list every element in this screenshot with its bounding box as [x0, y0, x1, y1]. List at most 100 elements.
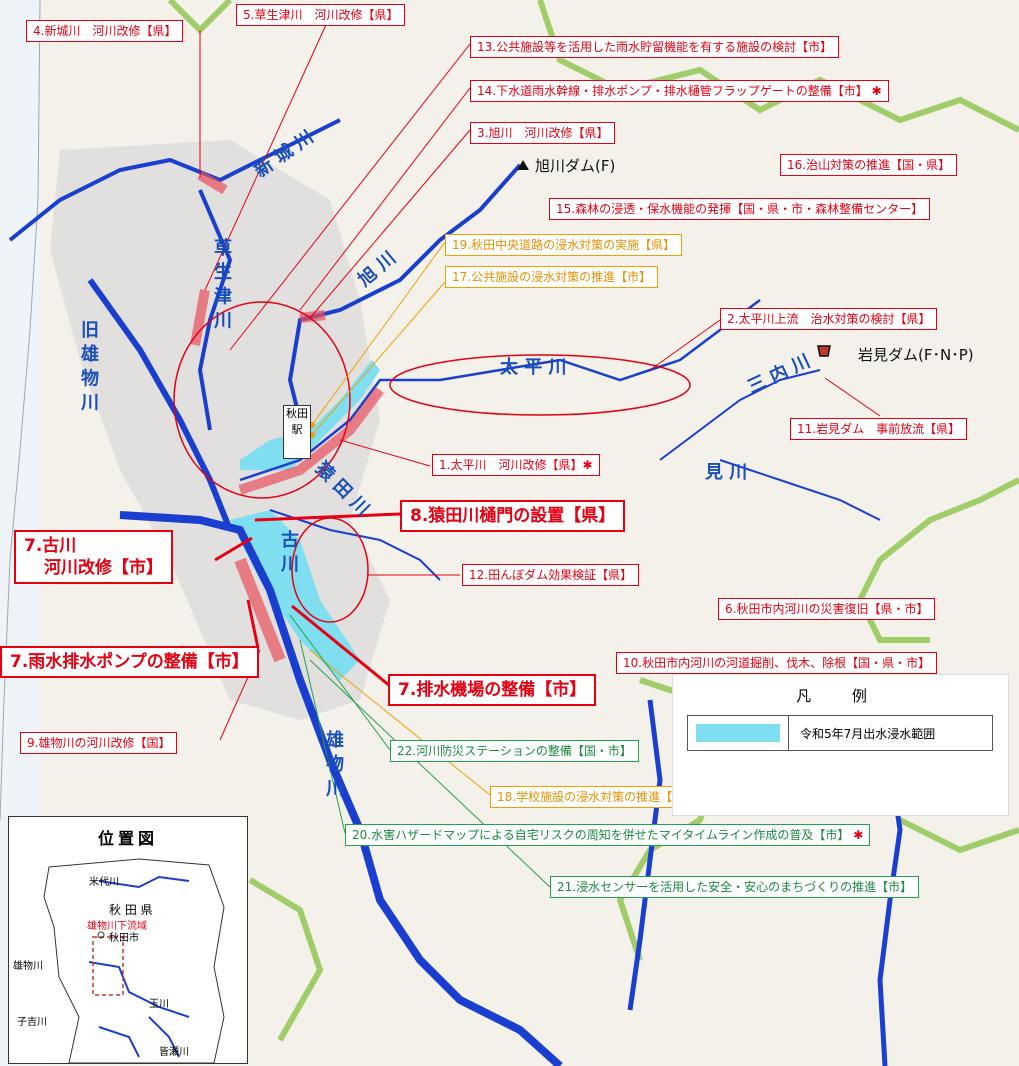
leader-line-bold [254, 512, 401, 522]
measure-label-7-furukawa: 7.古川河川改修【市】 [14, 530, 173, 584]
leader-line [299, 87, 471, 311]
measure-label-7-drainage: 7.排水機場の整備【市】 [388, 674, 597, 706]
improvement-segment [238, 387, 384, 495]
river-label-kusouzu: 草 生 津 川 [211, 238, 232, 329]
label-line: 河川改修【市】 [44, 558, 163, 578]
inset-river [88, 961, 190, 1018]
river-omono [119, 511, 563, 1066]
city-dot [97, 931, 105, 939]
leader-line [309, 129, 471, 319]
river-kyu-omono [87, 278, 233, 532]
leader-line-green [299, 639, 346, 834]
measure-label-13: 13.公共施設等を活用した雨水貯留機能を有する施設の検討【市】 [470, 36, 840, 58]
leader-line-orange [309, 649, 491, 796]
improvement-segment [234, 557, 286, 663]
lower-basin-box [92, 936, 124, 996]
inset-label-minase: 皆瀬川 [159, 1047, 189, 1058]
inset-label-basin: 雄物川下流域 [87, 921, 147, 932]
dam-label-iwami: 岩見ダム(F･N･P) [858, 346, 974, 364]
measure-label-9: 9.雄物川の河川改修【国】 [20, 732, 178, 754]
inset-river [98, 1026, 140, 1058]
leader-line-green [309, 659, 551, 888]
legend-swatch [696, 724, 780, 742]
river-mi [719, 459, 881, 521]
measure-label-10: 10.秋田市内河川の河道掘削、伐木、除根【国・県・市】 [616, 652, 938, 674]
measure-label-15: 15.森林の浸透・保水機能の発揮【国・県・市・森林整備センター】 [549, 198, 931, 220]
star-mark: ✱ [871, 84, 882, 98]
star-mark: ✱ [582, 458, 593, 472]
measure-label-5: 5.草生津川 河川改修【県】 [236, 4, 406, 26]
dam-marker [817, 345, 831, 357]
measure-label-2: 2.太平川上流 治水対策の検討【県】 [720, 308, 938, 330]
measure-label-17: 17.公共施設の浸水対策の推進【市】 [445, 266, 659, 288]
river-label-taihei: 太 平 川 [500, 357, 567, 378]
location-inset-map: 位置図 米代川 秋 田 県 雄物川下流域 秋田市 雄物川 玉川 子吉川 皆瀬川 [8, 816, 248, 1064]
measure-label-19: 19.秋田中央道路の浸水対策の実施【県】 [445, 234, 683, 256]
leader-line-orange [311, 241, 446, 426]
flood-extent [230, 510, 360, 680]
river-sannai [659, 369, 821, 461]
improvement-segment [299, 310, 326, 323]
legend: 凡 例 令和5年7月出水浸水範囲 [672, 674, 1009, 816]
inset-label-tama: 玉川 [149, 999, 169, 1010]
measure-label-1: 1.太平川 河川改修【県】✱ [432, 454, 600, 476]
star-mark: ✱ [853, 828, 864, 842]
river-label-omono: 雄 物 川 [323, 730, 344, 797]
leader-line [824, 377, 881, 417]
measure-label-14: 14.下水道雨水幹線・排水ポンプ・排水樋管フラップゲートの整備【市】 ✱ [470, 80, 889, 102]
coastline [0, 0, 41, 821]
measure-label-16: 16.治山対策の推進【国・県】 [780, 154, 958, 176]
forest-boundary [898, 817, 1019, 854]
improvement-segment [197, 170, 228, 195]
inset-river [148, 1016, 180, 1058]
inset-label-yoneshiro: 米代川 [89, 877, 119, 888]
inset-river [98, 875, 190, 889]
measure-label-3: 3.旭川 河川改修【県】 [470, 122, 616, 144]
river-taihei [239, 299, 761, 482]
flood-extent [240, 360, 380, 470]
river-shinjo [8, 118, 341, 242]
leader-line-orange [311, 281, 446, 436]
leader-line-bold [291, 604, 391, 688]
leader-line [649, 319, 721, 371]
leader-line [204, 15, 331, 291]
measure-label-20: 20.水害ハザードマップによる自宅リスクの周知を併せたマイタイムライン作成の普及… [345, 824, 871, 846]
leader-line-bold [246, 599, 260, 649]
measure-label-7-pump: 7.雨水排水ポンプの整備【市】 [0, 646, 259, 678]
measure-label-18: 18.学校施設の浸水対策の推進【市】 [490, 786, 704, 808]
inset-drawing [43, 858, 225, 1063]
legend-title: 凡 例 [796, 687, 885, 705]
legend-label: 令和5年7月出水浸水範囲 [800, 727, 936, 741]
measure-label-12: 12.田んぼダム効果検証【県】 [462, 564, 640, 586]
inset-label-koyoshi: 子吉川 [17, 1017, 47, 1028]
forest-boundary [856, 477, 1019, 643]
leader-line-green [289, 614, 391, 751]
measure-label-11: 11.岩見ダム 事前放流【県】 [790, 418, 968, 440]
inset-label-city: 秋田市 [109, 933, 139, 944]
river-label-mi: 見 川 [705, 462, 748, 483]
forest-boundary [248, 877, 324, 1042]
measure-label-22: 22.河川防災ステーションの整備【国・市】 [390, 740, 639, 762]
inset-label-omono: 雄物川 [13, 961, 43, 972]
focus-ellipse [173, 301, 351, 499]
inset-label-pref: 秋 田 県 [109, 903, 153, 917]
leader-line [339, 439, 431, 467]
measure-label-4: 4.新城川 河川改修【県】 [26, 20, 184, 42]
measure-label-6: 6.秋田市内河川の災害復旧【県・市】 [718, 598, 936, 620]
river-ext [627, 699, 663, 1011]
prefecture-outline [43, 858, 225, 1063]
focus-ellipse [389, 354, 691, 416]
inset-title: 位置図 [97, 829, 158, 848]
measure-label-8: 8.猿田川樋門の設置【県】 [400, 500, 626, 532]
leader-line-bold [214, 536, 253, 562]
improvement-segment [190, 289, 210, 346]
measure-label-21: 21.浸水センサーを活用した安全・安心のまちづくりの推進【市】 [550, 876, 920, 898]
river-saruta [269, 509, 441, 581]
label-line: 7.古川 [24, 536, 77, 556]
dam-marker [517, 160, 529, 170]
river-label-furukawa: 古 川 [278, 530, 299, 573]
leader-line [229, 43, 471, 351]
legend-divider [788, 716, 789, 750]
legend-row: 令和5年7月出水浸水範囲 [687, 715, 993, 751]
